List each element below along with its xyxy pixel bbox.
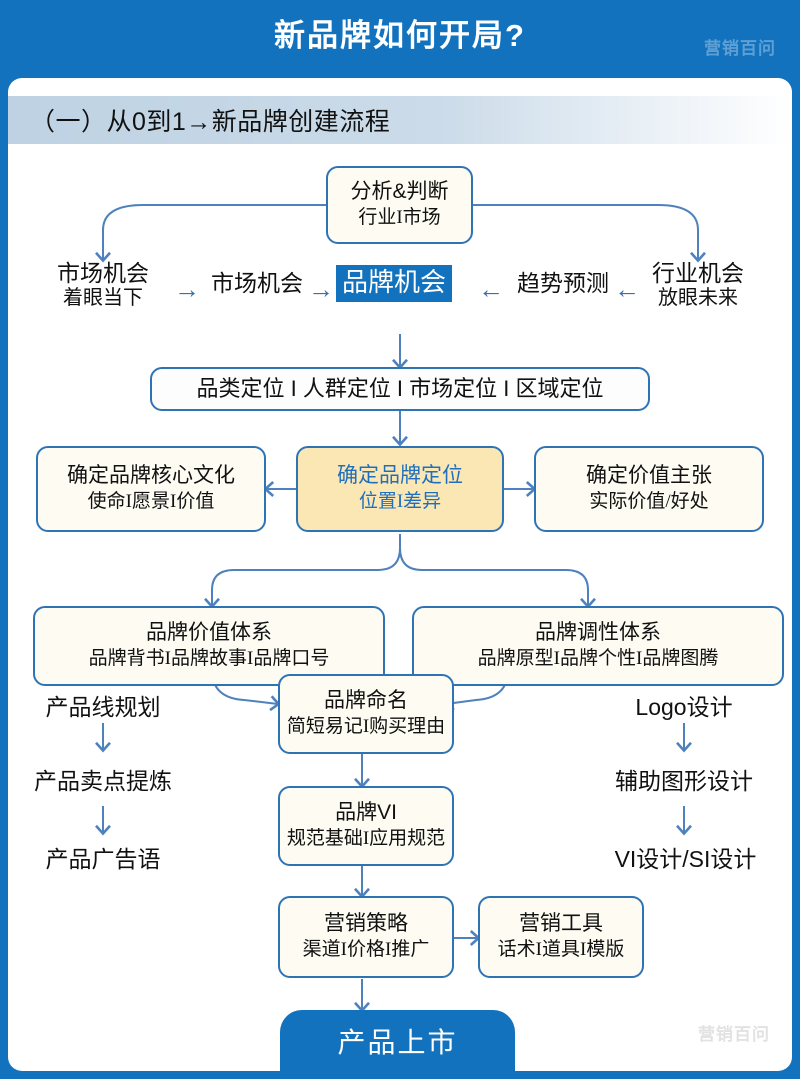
page-title: 新品牌如何开局? xyxy=(274,18,526,53)
node-brand-op: 品牌机会 xyxy=(336,265,453,302)
node-aux-graphic-title: 辅助图形设计 xyxy=(615,768,753,794)
node-brand-position: 确定品牌定位 位置I差异 xyxy=(296,446,504,532)
node-tonality-title: 品牌调性体系 xyxy=(535,621,661,645)
node-analysis: 分析&判断 行业I市场 xyxy=(326,166,473,244)
node-market-op-2: 市场机会 xyxy=(202,270,312,296)
node-trend: 趋势预测 xyxy=(508,270,618,296)
header-bar: 新品牌如何开局? 营销百问 xyxy=(0,0,800,78)
node-brand-position-title: 确定品牌定位 xyxy=(337,464,463,488)
section-header-bar: （一）从0到1→新品牌创建流程 xyxy=(8,96,792,144)
node-market-op-left-subtitle: 着眼当下 xyxy=(63,287,143,310)
node-marketing-tools: 营销工具 话术I道具I模版 xyxy=(478,896,644,978)
node-marketing-tools-subtitle: 话术I道具I模版 xyxy=(497,939,625,960)
arrow-right-2: → xyxy=(308,274,334,304)
node-selling-point: 产品卖点提炼 xyxy=(13,768,193,794)
node-aux-graphic: 辅助图形设计 xyxy=(594,768,774,794)
node-positioning: 品类定位 I 人群定位 I 市场定位 I 区域定位 xyxy=(150,367,650,411)
node-ad-slogan-title: 产品广告语 xyxy=(45,846,161,872)
node-launch-title: 产品上市 xyxy=(337,1027,458,1058)
node-marketing-strategy: 营销策略 渠道I价格I推广 xyxy=(278,896,454,978)
node-tonality-subtitle: 品牌原型I品牌个性I品牌图腾 xyxy=(477,648,719,669)
footer-watermark: 营销百问 xyxy=(698,1025,770,1044)
node-vi-si-design: VI设计/SI设计 xyxy=(598,846,773,872)
node-marketing-tools-title: 营销工具 xyxy=(519,912,603,936)
node-tonality: 品牌调性体系 品牌原型I品牌个性I品牌图腾 xyxy=(412,606,784,686)
node-core-culture-title: 确定品牌核心文化 xyxy=(67,464,235,488)
node-value-prop: 确定价值主张 实际价值/好处 xyxy=(534,446,764,532)
arrow-right-1: → xyxy=(174,274,200,304)
node-value-system-title: 品牌价值体系 xyxy=(146,621,272,645)
node-selling-point-title: 产品卖点提炼 xyxy=(34,768,172,794)
node-core-culture-subtitle: 使命I愿景I价值 xyxy=(87,491,215,512)
node-naming: 品牌命名 简短易记I购买理由 xyxy=(278,674,454,754)
node-market-op-2-title: 市场机会 xyxy=(211,270,303,296)
node-brand-vi-title: 品牌VI xyxy=(335,801,397,825)
node-core-culture: 确定品牌核心文化 使命I愿景I价值 xyxy=(36,446,266,532)
node-brand-vi: 品牌VI 规范基础I应用规范 xyxy=(278,786,454,866)
node-market-op-left-title: 市场机会 xyxy=(57,260,149,286)
node-naming-subtitle: 简短易记I购买理由 xyxy=(286,716,446,737)
node-trend-title: 趋势预测 xyxy=(517,270,609,296)
arrow-left-1: ← xyxy=(478,274,504,304)
node-logo-design-title: Logo设计 xyxy=(635,694,733,720)
node-value-prop-subtitle: 实际价值/好处 xyxy=(589,491,709,512)
node-marketing-strategy-title: 营销策略 xyxy=(324,912,408,936)
node-analysis-subtitle: 行业I市场 xyxy=(358,207,441,228)
node-launch: 产品上市 xyxy=(280,1010,515,1071)
node-product-line: 产品线规划 xyxy=(23,694,183,720)
section-title: （一）从0到1→新品牌创建流程 xyxy=(30,108,391,136)
node-vi-si-design-title: VI设计/SI设计 xyxy=(614,846,757,872)
node-logo-design: Logo设计 xyxy=(614,694,754,720)
content-card: （一）从0到1→新品牌创建流程 xyxy=(8,78,792,1071)
node-value-system-subtitle: 品牌背书I品牌故事I品牌口号 xyxy=(88,648,330,669)
node-positioning-title: 品类定位 I 人群定位 I 市场定位 I 区域定位 xyxy=(196,376,604,402)
node-industry-op-subtitle: 放眼未来 xyxy=(658,287,738,310)
node-industry-op: 行业机会 放眼未来 xyxy=(628,260,768,310)
node-value-prop-title: 确定价值主张 xyxy=(586,464,712,488)
header-watermark: 营销百问 xyxy=(704,39,776,58)
node-naming-title: 品牌命名 xyxy=(324,689,408,713)
node-brand-position-subtitle: 位置I差异 xyxy=(358,491,442,512)
arrow-left-2: ← xyxy=(614,274,640,304)
node-marketing-strategy-subtitle: 渠道I价格I推广 xyxy=(302,939,430,960)
node-market-op-left: 市场机会 着眼当下 xyxy=(33,260,173,310)
node-product-line-title: 产品线规划 xyxy=(45,694,161,720)
node-ad-slogan: 产品广告语 xyxy=(23,846,183,872)
node-brand-vi-subtitle: 规范基础I应用规范 xyxy=(286,828,446,849)
node-industry-op-title: 行业机会 xyxy=(652,260,744,286)
node-analysis-title: 分析&判断 xyxy=(350,180,449,204)
